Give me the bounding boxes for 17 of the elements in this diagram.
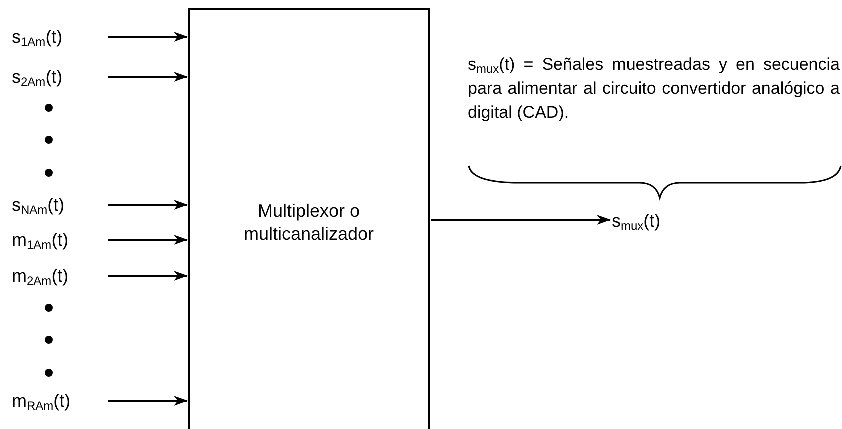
signal-label: s$_{2Am}$(t) (12, 66, 63, 88)
signal-label: s$_{mux}$(t) (612, 210, 661, 232)
arrow (108, 396, 188, 406)
arrow (108, 200, 188, 210)
signal-label: m$_{RAm}$(t) (12, 390, 71, 412)
multiplexer-block (188, 8, 430, 429)
signal-label: m$_{2Am}$(t) (12, 265, 69, 287)
signal-label: m$_{1Am}$(t) (12, 229, 69, 251)
arrow (108, 72, 188, 82)
block-label: Multiplexor o multicanalizador (242, 200, 376, 246)
arrow (108, 32, 188, 42)
description-text: s$_{mux}$(t) = Señales muestreadas y en secuencia para alimentar al circuito convertidor analógico a digital (CAD). (468, 54, 840, 124)
signal-label: s$_{NAm}$(t) (12, 194, 65, 216)
signal-label: s$_{1Am}$(t) (12, 26, 63, 48)
arrow (108, 235, 188, 245)
arrow (431, 215, 611, 225)
arrow (108, 271, 188, 281)
